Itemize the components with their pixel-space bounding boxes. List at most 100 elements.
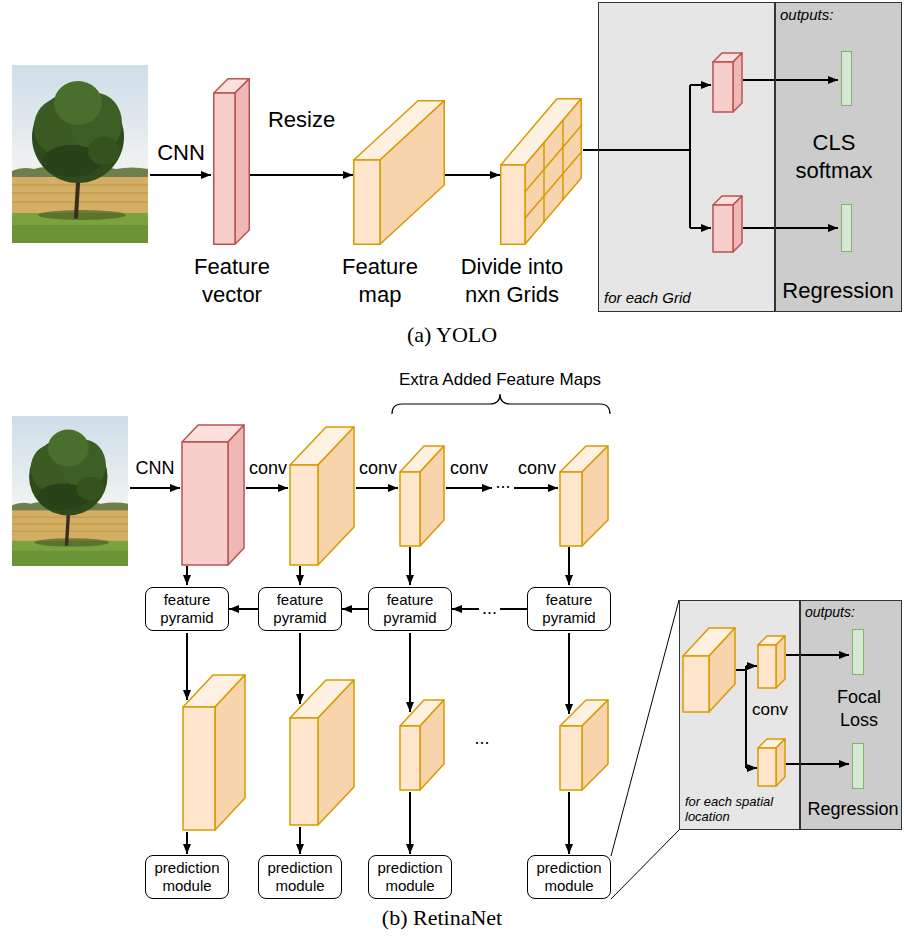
cnn-block-part [228,425,244,565]
block-front-face [354,160,380,244]
text-holder: outputs: [805,604,855,621]
grid-block: Divide into nxn Grids [500,98,582,245]
feature-map-block-part [582,700,608,790]
output-bar: Regression [841,204,852,252]
flow-arrow-part [786,763,849,765]
flow-arrow-part [786,654,849,656]
arrow-label: conv [518,458,556,480]
outputs-panel: outputs: Focal LossRegression [800,600,902,830]
node-text: Focal Loss [824,686,894,731]
arrow-label: conv [249,458,287,480]
flow-arrow-part [746,767,757,769]
text-holder: Regression [780,277,896,305]
cnn-block-part [713,205,733,252]
feature-pyramid-box: feature pyramid [258,587,342,631]
arrow-label: conv [450,458,488,480]
prediction-module-box: prediction module [527,855,611,899]
flow-arrow-part [568,547,570,585]
ellipsis: ... [474,728,489,750]
flow-arrow-part [743,79,838,81]
connector-arrow [229,608,258,610]
connector-arrow [250,174,353,176]
node-text: outputs: [780,6,833,24]
panel-fill-part [800,600,902,830]
feature-vector-block: Feature vector [213,78,250,245]
feature-map-block-part [683,656,709,712]
label-holder: conv [752,700,788,720]
feature-map-block-part [560,472,582,546]
zoom-line-part [611,600,679,856]
node-text: prediction module [531,859,607,895]
feature-map-block-part [420,700,444,790]
text-holder: prediction module [146,856,228,898]
feature-map-block-part [183,707,215,830]
arrow-label: CNN [136,458,175,480]
flow-arrow-part [568,633,570,714]
label-holder: ... [495,472,510,494]
tree-photo [12,416,128,566]
text-holder: feature pyramid [369,588,451,630]
prediction-module-box: prediction module [258,855,342,899]
text-holder: prediction module [369,856,451,898]
node-text: feature pyramid [262,591,338,627]
text-holder: Regression [805,798,901,821]
text-holder: feature pyramid [528,588,610,630]
feature-map-block-part [560,726,582,790]
connector-arrow [445,174,500,176]
flow-arrow-part [736,666,746,768]
text-holder: for each spatial location [685,794,794,825]
text-holder: for each Grid [604,289,764,307]
arrow-label: CNN [157,140,205,166]
feature-map-block-part [758,748,776,786]
cnn-block-part [733,196,742,252]
tree-photo [12,65,148,243]
feature-map-block-part [400,726,420,790]
panel-fill-part [679,600,800,830]
subfigure-caption: (b) RetinaNet [382,905,502,931]
flow-arrow-part [568,792,570,854]
panel-fill-part [598,2,775,312]
flow-arrow-part [150,174,211,176]
arrow-label: conv [752,700,788,720]
node-text: CLS softmax [789,129,879,184]
feature-map-block-part [318,680,354,825]
feature-map-block-part [290,718,318,825]
text-holder: feature pyramid [259,588,341,630]
flow-arrow-part [409,547,411,585]
flow-arrow-part [356,487,398,489]
flow-arrow-part [409,633,411,712]
label-holder: conv [518,458,556,480]
feature-map-block-part [215,675,245,830]
output-bar: Focal Loss [852,629,864,675]
feature-map-block-part [318,427,354,565]
flow-arrow-part [186,832,188,854]
per-grid-panel: for each Grid [598,2,775,312]
block-side-face [525,99,581,245]
flow-arrow-part [583,85,690,228]
label-holder: conv [249,458,287,480]
node-text: prediction module [149,859,225,895]
feature-map-block-part [582,446,608,546]
block-side-face [235,79,249,245]
cnn-block-part [713,62,733,112]
feature-map-block-part [290,465,318,565]
connector-arrow [342,608,368,610]
curly-bracket [392,394,610,414]
zoom-line-part [611,830,679,899]
flow-arrow-part [514,487,558,489]
label-holder: (a) YOLO [407,322,497,348]
node-text: prediction module [372,859,448,895]
flow-arrow-part [446,487,492,489]
node-text: for each Grid [604,289,764,307]
flow-arrow-part [186,566,188,585]
feature-pyramid-box: feature pyramid [145,587,229,631]
text-holder: Feature vector [182,253,282,308]
feature-map-block-part [400,472,420,546]
text-holder: Focal Loss [824,686,894,731]
output-bar: CLS softmax [841,51,852,106]
flow-arrow-part [130,487,180,489]
node-text: Feature vector [182,253,282,308]
edge-label-holder: ... [479,598,500,620]
node-text: Feature map [325,253,435,308]
